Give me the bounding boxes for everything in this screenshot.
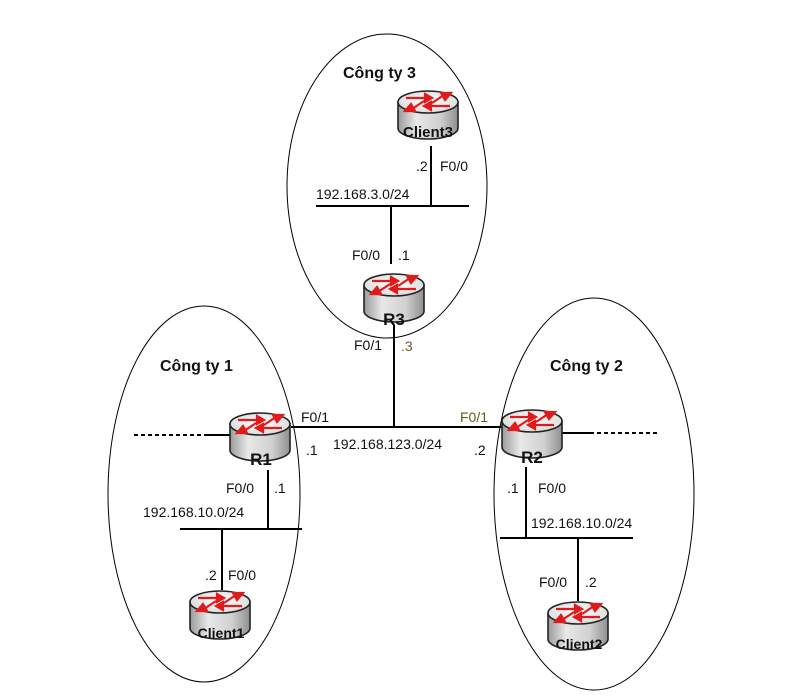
router-client3[interactable]: Client3	[396, 89, 460, 141]
lan3-network-label: 192.168.3.0/24	[316, 186, 410, 202]
client2-name: Client2	[556, 636, 603, 652]
lan1-network-label: 192.168.10.0/24	[143, 504, 244, 520]
r3-lan-host-label: .1	[398, 247, 410, 263]
client1-host-label: .2	[205, 567, 217, 583]
client2-if-label: F0/0	[539, 574, 567, 590]
router-client1[interactable]: Client1	[188, 589, 252, 641]
client1-if-label: F0/0	[228, 567, 256, 583]
r3-wan-host-label: .3	[401, 338, 413, 354]
company-2-boundary	[493, 297, 695, 691]
r3-name: R3	[383, 310, 405, 329]
r2-lan-host-label: .1	[507, 480, 519, 496]
r1-wan-host-label: .1	[306, 442, 318, 458]
router-r1[interactable]: R1	[228, 411, 292, 469]
company-3-title: Công ty 3	[343, 65, 416, 82]
r3-wan-if-label: F0/1	[354, 337, 382, 353]
links	[180, 146, 633, 601]
r3-lan-if-label: F0/0	[352, 247, 380, 263]
client2-host-label: .2	[585, 574, 597, 590]
client1-name: Client1	[198, 625, 245, 641]
client3-if-label: F0/0	[440, 158, 468, 174]
r2-name: R2	[521, 448, 543, 467]
r2-wan-if-label: F0/1	[460, 409, 488, 425]
r1-lan-if-label: F0/0	[226, 480, 254, 496]
company-1-title: Công ty 1	[160, 358, 233, 375]
r1-lan-host-label: .1	[274, 480, 286, 496]
router-r2[interactable]: R2	[500, 408, 564, 467]
r1-name: R1	[250, 450, 272, 469]
company-3-boundary	[286, 33, 488, 339]
company-1-boundary	[107, 305, 301, 683]
r2-lan-if-label: F0/0	[538, 480, 566, 496]
core-network-label: 192.168.123.0/24	[333, 436, 442, 452]
router-r3[interactable]: R3	[362, 272, 426, 329]
company-2-title: Công ty 2	[550, 358, 623, 375]
client3-host-label: .2	[416, 158, 428, 174]
client3-name: Client3	[403, 124, 453, 141]
r1-wan-if-label: F0/1	[301, 409, 329, 425]
router-client2[interactable]: Client2	[546, 600, 610, 652]
r2-wan-host-label: .2	[474, 442, 486, 458]
lan2-network-label: 192.168.10.0/24	[531, 515, 632, 531]
